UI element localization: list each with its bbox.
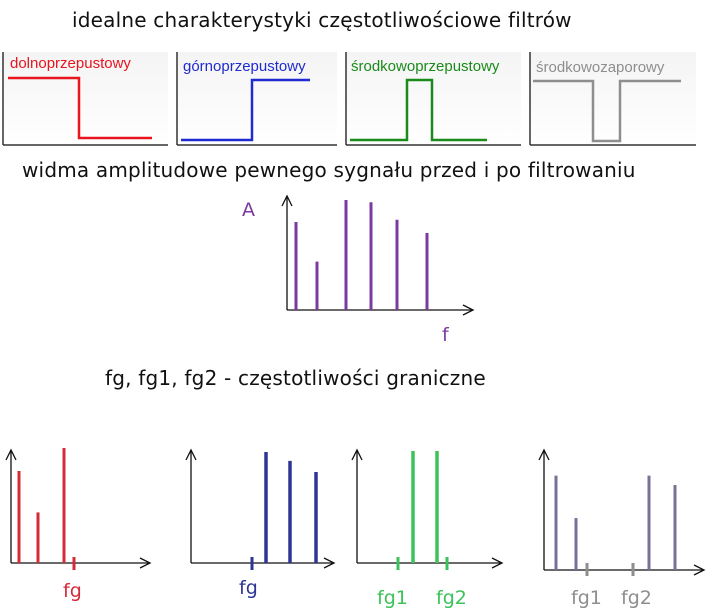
filter-response bbox=[181, 78, 310, 142]
axis-arrow-icon bbox=[323, 557, 336, 569]
axis-arrow-icon bbox=[538, 448, 550, 461]
original-spectrum: A f bbox=[242, 194, 475, 346]
filter-box bbox=[346, 52, 521, 145]
axis-arrow-icon bbox=[462, 304, 475, 316]
filtered-spectrum-bandstop: fg1 fg2 bbox=[538, 448, 706, 609]
axis-arrow-icon bbox=[281, 194, 293, 207]
filter-response bbox=[350, 78, 487, 142]
cutoff-label-fg1: fg1 bbox=[377, 587, 408, 609]
cutoff-label-fg2: fg2 bbox=[436, 587, 467, 609]
frequency-axis-label: f bbox=[442, 324, 450, 346]
axis-arrow-icon bbox=[5, 448, 17, 461]
cutoff-label-fg: fg bbox=[63, 580, 82, 602]
cutoff-label-fg: fg bbox=[239, 577, 258, 599]
cutoff-heading: fg, fg1, fg2 - częstotliwości graniczne bbox=[105, 366, 486, 390]
filter-label: górnoprzepustowy bbox=[183, 58, 306, 75]
filtered-spectrum-lowpass: fg bbox=[5, 448, 152, 602]
filter-label: środkowoprzepustowy bbox=[351, 58, 500, 75]
filtered-spectrum-bandpass: fg1 fg2 bbox=[351, 448, 504, 609]
filter-lowpass: dolnoprzepustowy bbox=[2, 52, 168, 146]
filter-box bbox=[3, 52, 168, 145]
spectra-heading: widma amplitudowe pewnego sygnału przed … bbox=[22, 158, 636, 182]
filter-label: dolnoprzepustowy bbox=[10, 55, 131, 72]
axis-arrow-icon bbox=[185, 448, 197, 461]
axis-arrow-icon bbox=[139, 557, 152, 569]
cutoff-label-fg2: fg2 bbox=[621, 587, 652, 609]
ideal-filters-heading: idealne charakterystyki częstotliwościow… bbox=[72, 8, 572, 32]
filtered-spectrum-highpass: fg bbox=[185, 448, 336, 599]
filter-bandstop: środkowozaporowy bbox=[529, 52, 696, 146]
axis-arrow-icon bbox=[693, 564, 706, 576]
filter-label: środkowozaporowy bbox=[536, 59, 665, 76]
filter-response bbox=[8, 76, 152, 140]
filter-response bbox=[533, 79, 681, 143]
filter-bandpass: środkowoprzepustowy bbox=[345, 52, 521, 146]
cutoff-label-fg1: fg1 bbox=[571, 587, 602, 609]
filter-box bbox=[530, 52, 696, 145]
axis-arrow-icon bbox=[491, 557, 504, 569]
filter-highpass: górnoprzepustowy bbox=[176, 52, 337, 146]
amplitude-axis-label: A bbox=[242, 199, 255, 221]
filter-box bbox=[177, 52, 337, 145]
axis-arrow-icon bbox=[351, 448, 363, 461]
